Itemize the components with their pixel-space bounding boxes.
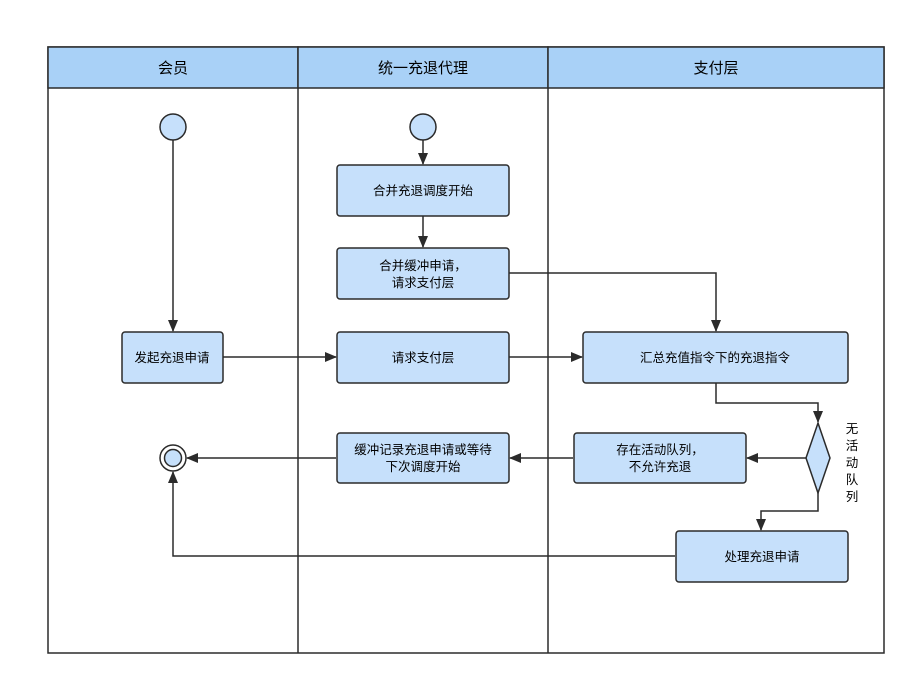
svg-text:请求支付层: 请求支付层: [392, 275, 455, 290]
svg-text:合并缓冲申请，: 合并缓冲申请，: [379, 258, 467, 273]
node-merge-schedule-start: 合并充退调度开始: [336, 164, 510, 217]
edge-decision-to-process: [756, 493, 819, 531]
node-buffer-record: 缓冲记录充退申请或等待 下次调度开始: [336, 432, 510, 484]
decision-label: 无 活 动 队 列: [846, 421, 859, 504]
svg-text:活: 活: [846, 438, 859, 453]
svg-text:汇总充值指令下的充退指令: 汇总充值指令下的充退指令: [640, 350, 791, 365]
node-initiate-refund: 发起充退申请: [121, 331, 224, 384]
svg-text:队: 队: [846, 472, 859, 487]
svg-text:处理充退申请: 处理充退申请: [724, 549, 799, 564]
node-request-payment: 请求支付层: [336, 331, 510, 384]
end-node: [159, 444, 187, 472]
svg-text:列: 列: [846, 489, 859, 504]
node-process-refund: 处理充退申请: [675, 530, 849, 583]
svg-text:下次调度开始: 下次调度开始: [385, 459, 461, 474]
lane-header-proxy: [297, 46, 549, 89]
edge-buffer-to-summarize: [509, 272, 721, 332]
svg-text:动: 动: [846, 455, 859, 470]
node-active-queue: 存在活动队列， 不允许充退: [573, 432, 747, 484]
decision-diamond: [805, 420, 831, 496]
svg-text:不允许充退: 不允许充退: [629, 459, 692, 474]
start-node-member: [159, 113, 187, 141]
svg-text:请求支付层: 请求支付层: [392, 350, 455, 365]
lane-header-payment: [547, 46, 885, 89]
svg-text:无: 无: [846, 421, 859, 436]
lane-header-member: [47, 46, 299, 89]
lane-title-proxy: 统一充退代理: [378, 59, 468, 77]
edge-process-to-end: [168, 471, 675, 557]
lane-title-member: 会员: [158, 59, 188, 77]
svg-text:存在活动队列，: 存在活动队列，: [616, 442, 704, 457]
svg-text:发起充退申请: 发起充退申请: [134, 350, 209, 365]
svg-text:合并充退调度开始: 合并充退调度开始: [373, 183, 474, 198]
start-node-proxy: [409, 113, 437, 141]
svg-text:缓冲记录充退申请或等待: 缓冲记录充退申请或等待: [354, 442, 492, 457]
node-merge-buffer-request: 合并缓冲申请， 请求支付层: [336, 247, 510, 300]
connectors: [168, 140, 823, 557]
lane-title-payment: 支付层: [693, 59, 738, 77]
edge-summarize-to-decision: [715, 383, 823, 423]
node-summarize-refund: 汇总充值指令下的充退指令: [582, 331, 849, 384]
